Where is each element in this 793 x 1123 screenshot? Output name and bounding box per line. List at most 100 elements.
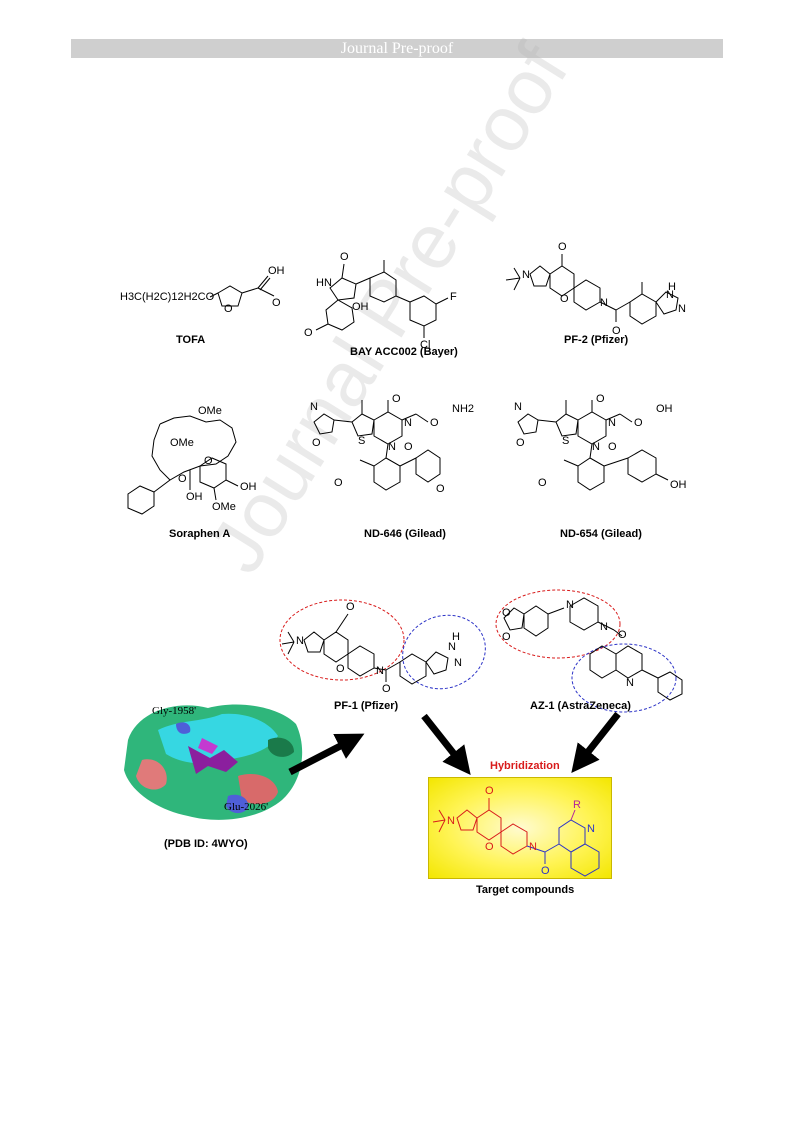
svg-text:N: N [454, 657, 462, 669]
svg-text:OMe: OMe [170, 437, 194, 449]
bay-structure: O HN OH O F Cl [300, 238, 480, 351]
svg-text:O: O [538, 477, 547, 489]
svg-text:O: O [430, 417, 439, 429]
target-compounds-label: Target compounds [476, 884, 575, 896]
svg-text:O: O [436, 483, 445, 495]
svg-text:N: N [376, 665, 384, 677]
residue-gly-label: Gly-1958' [152, 705, 196, 717]
tofa-label: TOFA [176, 334, 206, 346]
svg-text:N: N [404, 417, 412, 429]
target-compound-box: O N O N O N R [428, 777, 612, 879]
svg-text:O: O [404, 441, 413, 453]
az1-structure: O O N N O N [494, 586, 684, 716]
arrow-az1-to-target [571, 711, 621, 773]
nd646-label: ND-646 (Gilead) [364, 528, 446, 540]
pf1-blue-region [402, 614, 486, 690]
tofa-structure: H3C(H2C)12H2CO O OH O [118, 262, 308, 322]
svg-text:O: O [382, 683, 391, 695]
pf1-structure: O N O N O H N N [278, 588, 500, 708]
svg-text:O: O [618, 629, 627, 641]
svg-text:HN: HN [316, 277, 332, 289]
header-title: Journal Pre-proof [340, 39, 454, 57]
svg-text:Cl: Cl [420, 339, 430, 351]
svg-text:N: N [600, 297, 608, 309]
svg-text:N: N [587, 823, 595, 835]
svg-text:O: O [596, 393, 605, 405]
svg-text:N: N [678, 303, 686, 315]
svg-text:O: O [516, 437, 525, 449]
svg-text:O: O [340, 251, 349, 263]
svg-text:O: O [485, 841, 494, 853]
hybridization-label: Hybridization [490, 760, 560, 772]
pdb-label: (PDB ID: 4WYO) [164, 838, 248, 850]
svg-text:S: S [562, 435, 569, 447]
svg-text:O: O [558, 241, 567, 253]
protein-surface-image: Gly-1958' Glu-2026' [118, 700, 308, 830]
svg-text:O: O [502, 607, 511, 619]
az1-blue-region [571, 643, 677, 713]
svg-text:N: N [626, 677, 634, 689]
svg-text:N: N [310, 401, 318, 413]
r-group-label: R [573, 799, 581, 811]
pf1-red-region [279, 599, 405, 681]
svg-text:H: H [452, 631, 460, 643]
az1-red-region [495, 589, 621, 659]
svg-text:N: N [566, 599, 574, 611]
pf2-label: PF-2 (Pfizer) [564, 334, 629, 346]
svg-text:O: O [634, 417, 643, 429]
svg-text:N: N [600, 621, 608, 633]
svg-text:OH: OH [670, 479, 687, 491]
svg-text:O: O [304, 327, 313, 339]
svg-text:OH: OH [240, 481, 257, 493]
soraphen-label: Soraphen A [169, 528, 231, 540]
svg-text:O: O [346, 601, 355, 613]
svg-text:N: N [388, 441, 396, 453]
svg-text:O: O [312, 437, 321, 449]
svg-text:O: O [541, 865, 550, 877]
nd654-structure: N O S O N O OH N O OH O [508, 392, 698, 517]
svg-text:O: O [204, 455, 213, 467]
svg-text:N: N [514, 401, 522, 413]
header-bar: Journal Pre-proof [71, 39, 723, 58]
soraphen-structure: OMe OMe O O OH OH OMe [120, 400, 295, 520]
svg-text:O: O [392, 393, 401, 405]
svg-text:O: O [224, 303, 233, 315]
nd654-label: ND-654 (Gilead) [560, 528, 642, 540]
svg-text:OH: OH [186, 491, 203, 503]
nd646-structure: N O S O N O NH2 N O O O [304, 392, 494, 517]
svg-text:N: N [522, 269, 530, 281]
svg-text:H: H [668, 281, 676, 293]
svg-text:N: N [448, 641, 456, 653]
svg-text:N: N [666, 289, 674, 301]
svg-text:O: O [502, 631, 511, 643]
svg-text:OH: OH [268, 265, 285, 277]
az1-label: AZ-1 (AstraZeneca) [530, 700, 631, 712]
svg-text:O: O [485, 785, 494, 797]
svg-text:N: N [296, 635, 304, 647]
svg-text:OMe: OMe [212, 501, 236, 513]
arrow-pf1-to-target [421, 713, 471, 775]
pf1-label: PF-1 (Pfizer) [334, 700, 399, 712]
svg-text:OH: OH [352, 301, 369, 313]
svg-text:N: N [592, 441, 600, 453]
residue-glu-label: Glu-2026' [224, 801, 268, 813]
svg-text:N: N [447, 815, 455, 827]
svg-text:OMe: OMe [198, 405, 222, 417]
svg-text:O: O [612, 325, 621, 337]
svg-text:N: N [608, 417, 616, 429]
tofa-formula: H3C(H2C)12H2CO [120, 291, 215, 303]
svg-text:F: F [450, 291, 457, 303]
svg-text:O: O [272, 297, 281, 309]
svg-text:O: O [336, 663, 345, 675]
pf2-structure: O N O N O H N N [500, 238, 700, 337]
svg-text:O: O [608, 441, 617, 453]
svg-text:O: O [178, 473, 187, 485]
svg-text:OH: OH [656, 403, 673, 415]
svg-text:NH2: NH2 [452, 403, 474, 415]
svg-text:S: S [358, 435, 365, 447]
svg-text:O: O [560, 293, 569, 305]
bay-label: BAY ACC002 (Bayer) [350, 346, 458, 358]
svg-text:O: O [334, 477, 343, 489]
svg-text:N: N [529, 841, 537, 853]
